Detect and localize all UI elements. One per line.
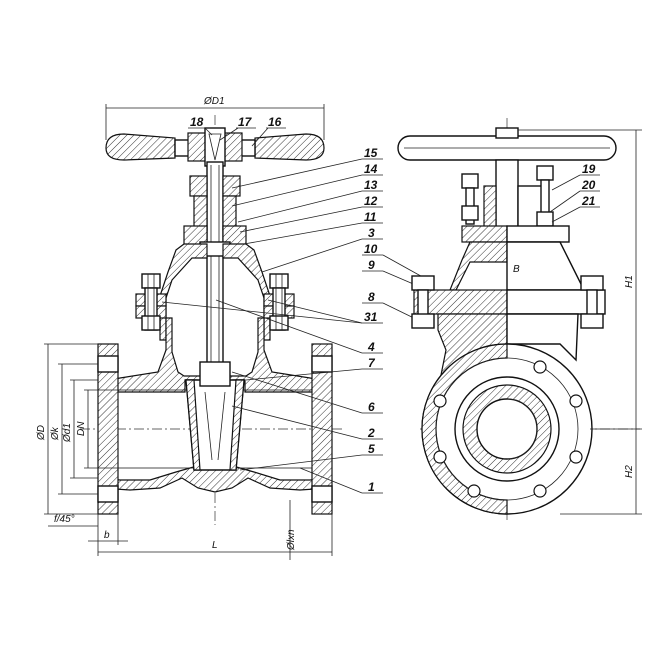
callout-11: 11 [364, 210, 377, 224]
bolt-hole [533, 484, 547, 498]
callout-6: 6 [368, 400, 375, 414]
callout-18: 18 [190, 115, 204, 129]
callout-7: 7 [368, 356, 376, 370]
dim-chamfer: f/45° [54, 514, 75, 525]
callout-21: 21 [581, 194, 596, 208]
front-dimensions: ØD1 ØD Øk Ød1 DN L b f/45° Ølxn [36, 96, 333, 560]
stem [206, 161, 224, 391]
callout-1: 1 [368, 480, 375, 494]
callout-17: 17 [238, 115, 253, 129]
bonnet [159, 243, 208, 341]
dim-k: Øk [50, 426, 61, 441]
dim-bolt-holes: Ølxn [286, 529, 297, 551]
callout-20: 20 [581, 178, 596, 192]
front-callouts: 18 17 16 15 14 13 12 11 3 10 9 8 31 4 7 … [161, 115, 429, 494]
bolt-hole [467, 484, 481, 498]
dim-l: L [212, 540, 218, 551]
dim-b: b [104, 530, 110, 541]
gland-bolt-left [461, 173, 479, 189]
callout-10: 10 [364, 242, 378, 256]
bolt-hole [569, 394, 583, 408]
side-dimensions: H1 H2 [518, 129, 642, 515]
callout-15: 15 [364, 146, 378, 160]
callout-9: 9 [368, 258, 375, 272]
bolt-hole [533, 360, 547, 374]
section-label-b: B [513, 264, 520, 275]
callout-16: 16 [268, 115, 282, 129]
callout-12: 12 [364, 194, 378, 208]
dim-d1-top: ØD1 [203, 96, 225, 107]
dim-h2: H2 [624, 465, 635, 478]
handwheel-section [105, 127, 325, 167]
callout-8: 8 [368, 290, 375, 304]
bonnet-bolt-right [269, 273, 289, 331]
callout-5: 5 [368, 442, 375, 456]
callout-2: 2 [367, 426, 375, 440]
bolt-hole [433, 450, 447, 464]
bolt-hole [433, 394, 447, 408]
callout-14: 14 [364, 162, 378, 176]
bonnet-bolt-left [141, 273, 161, 331]
dim-dn: DN [76, 421, 87, 436]
gland-bolt-right [536, 165, 554, 181]
callout-3: 3 [368, 226, 375, 240]
side-view: B [397, 118, 640, 520]
bolt-hole [569, 450, 583, 464]
callout-4: 4 [367, 340, 375, 354]
callout-31: 31 [364, 310, 378, 324]
dim-d1: Ød1 [62, 423, 73, 443]
side-callouts: 19 20 21 [549, 162, 600, 223]
dim-d-outer: ØD [36, 425, 47, 441]
callout-13: 13 [364, 178, 378, 192]
callout-19: 19 [582, 162, 596, 176]
front-section-view [80, 115, 345, 525]
dim-h1: H1 [624, 275, 635, 288]
